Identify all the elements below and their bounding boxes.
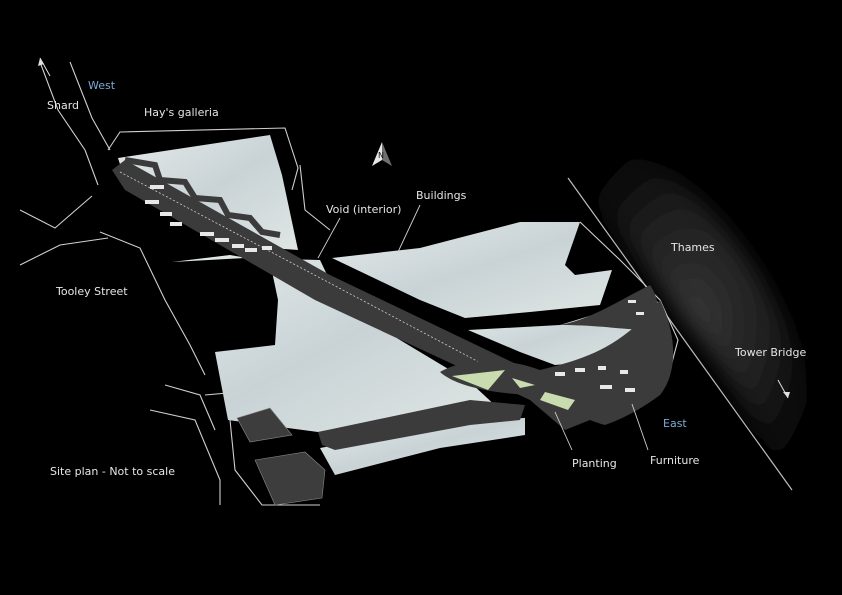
hays-galleria-label: Hay's galleria — [144, 106, 219, 119]
arrow-down-right-icon — [777, 379, 790, 399]
planting-label: Planting — [572, 457, 617, 470]
tower-bridge-label: Tower Bridge — [735, 346, 807, 359]
furniture-label: Furniture — [650, 454, 700, 467]
building-main — [172, 255, 500, 432]
leader-lines — [317, 204, 649, 451]
east-plaza — [440, 285, 674, 425]
arrow-up-left-icon — [38, 57, 51, 77]
planting-beds — [452, 370, 575, 410]
buildings-label: Buildings — [416, 189, 467, 202]
path-benches — [145, 185, 272, 252]
west-label: West — [88, 79, 116, 92]
building-south — [320, 418, 525, 475]
tooley-street-label: Tooley Street — [56, 285, 128, 298]
river-thames — [567, 153, 809, 491]
furniture-benches — [555, 300, 644, 392]
building-east-upper — [332, 222, 612, 318]
north-label: N — [378, 151, 384, 160]
site-plan-caption: Site plan - Not to scale — [50, 465, 175, 478]
north-arrow-icon — [372, 142, 392, 166]
east-label: East — [663, 417, 687, 430]
minor-buildings — [236, 407, 326, 506]
thames-label: Thames — [671, 241, 715, 254]
shard-label: Shard — [47, 99, 80, 112]
void-interior-label: Void (interior) — [326, 203, 402, 216]
